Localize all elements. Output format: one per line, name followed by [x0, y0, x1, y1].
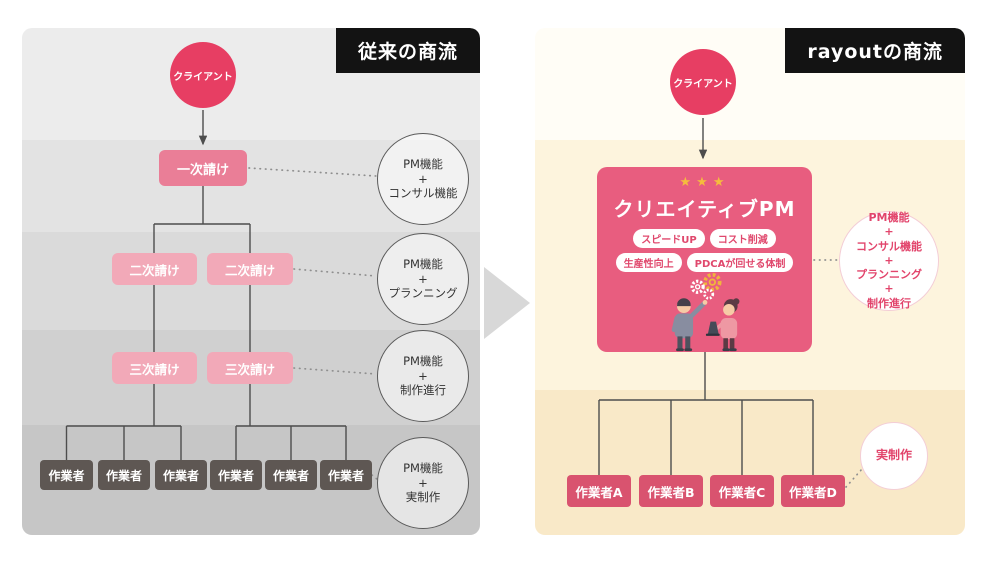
- pm-card-title: クリエイティブPM: [613, 197, 796, 221]
- tier2-box: 二次請け: [112, 253, 197, 285]
- pm-illustration: [671, 273, 739, 352]
- woman-figure: [705, 298, 739, 352]
- tier3-box: 三次請け: [207, 352, 293, 384]
- benefit-badges: スピードUP コスト削減 生産性向上 PDCAが回せる体制: [597, 229, 812, 272]
- pm-functions-circle: PM機能 + コンサル機能 + プランニング + 制作進行: [839, 211, 939, 311]
- function-circle-tier3: PM機能 + 制作進行: [377, 330, 469, 422]
- man-figure: [671, 298, 707, 352]
- benefit-badge: PDCAが回せる体制: [686, 253, 794, 272]
- worker-box: 作業者C: [710, 475, 774, 507]
- worker-box: 作業者D: [781, 475, 845, 507]
- function-circle-workers: PM機能 + 実制作: [377, 437, 469, 529]
- gears-icon: [690, 273, 722, 300]
- worker-box: 作業者: [155, 460, 207, 490]
- benefit-badge: コスト削減: [709, 229, 776, 248]
- creative-pm-card: ★★★ クリエイティブPM スピードUP コスト削減 生産性向上 PDCAが回せ…: [597, 167, 812, 352]
- tier3-box: 三次請け: [112, 352, 197, 384]
- tier1-box: 一次請け: [159, 150, 247, 186]
- function-circle-tier1: PM機能 + コンサル機能: [377, 133, 469, 225]
- stars-rating: ★★★: [679, 175, 730, 190]
- worker-box: 作業者: [40, 460, 93, 490]
- worker-box: 作業者B: [639, 475, 703, 507]
- worker-box: 作業者: [320, 460, 372, 490]
- tier2-box: 二次請け: [207, 253, 293, 285]
- transition-arrow: [484, 267, 530, 339]
- left-panel-title: 従来の商流: [335, 28, 480, 73]
- client-node: クライアント: [170, 42, 236, 108]
- client-label: クライアント: [173, 71, 233, 83]
- worker-box: 作業者: [98, 460, 150, 490]
- client-label: クライアント: [673, 78, 733, 90]
- traditional-flow-panel: クライアント 一次請け 二次請け 二次請け 三次請け 三次請け 作業者 作業者 …: [22, 28, 480, 535]
- right-panel-title: rayoutの商流: [785, 28, 965, 73]
- rayout-flow-panel: クライアント ★★★ クリエイティブPM スピードUP コスト削減 生産性向上 …: [535, 28, 965, 535]
- worker-box: 作業者: [210, 460, 262, 490]
- function-circle-tier2: PM機能 + プランニング: [377, 233, 469, 325]
- production-circle: 実制作: [860, 422, 928, 490]
- client-node: クライアント: [670, 49, 736, 115]
- worker-box: 作業者A: [567, 475, 631, 507]
- worker-box: 作業者: [265, 460, 317, 490]
- benefit-badge: 生産性向上: [615, 253, 682, 272]
- benefit-badge: スピードUP: [633, 229, 705, 248]
